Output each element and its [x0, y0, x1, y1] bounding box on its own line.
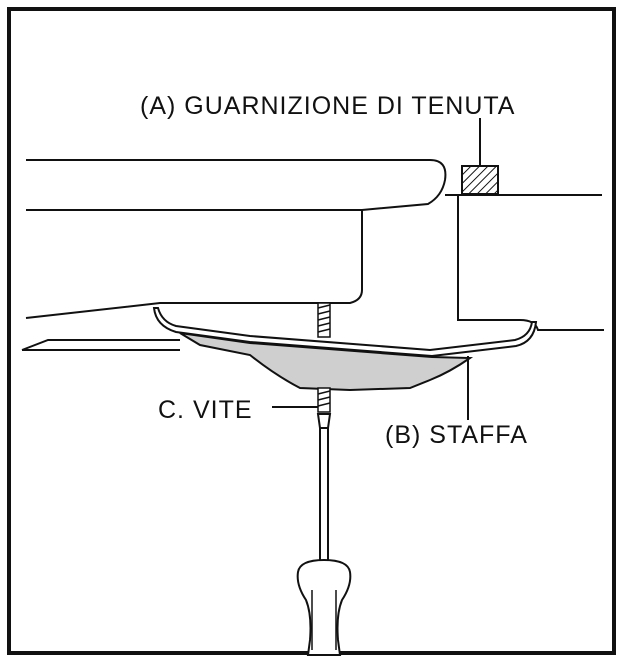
- screwdriver-handle: [296, 558, 352, 656]
- screw-thread: [317, 302, 331, 338]
- bracket-arm: [152, 307, 538, 358]
- gasket-seal: [461, 165, 499, 195]
- countertop: [445, 194, 604, 331]
- screwdriver: [296, 413, 352, 656]
- bracket-label: (B) STAFFA: [385, 421, 528, 449]
- screw-label: C. VITE: [158, 396, 253, 424]
- bracket-plate: [179, 332, 474, 392]
- cooktop-slab: [26, 159, 447, 211]
- screwdriver-tip: [316, 413, 332, 429]
- gasket-label: (A) GUARNIZIONE DI TENUTA: [140, 92, 516, 120]
- screwdriver-shaft: [319, 427, 329, 569]
- screw-lower: [317, 387, 331, 413]
- lower-panel: [21, 339, 180, 351]
- cooktop-body: [25, 210, 363, 319]
